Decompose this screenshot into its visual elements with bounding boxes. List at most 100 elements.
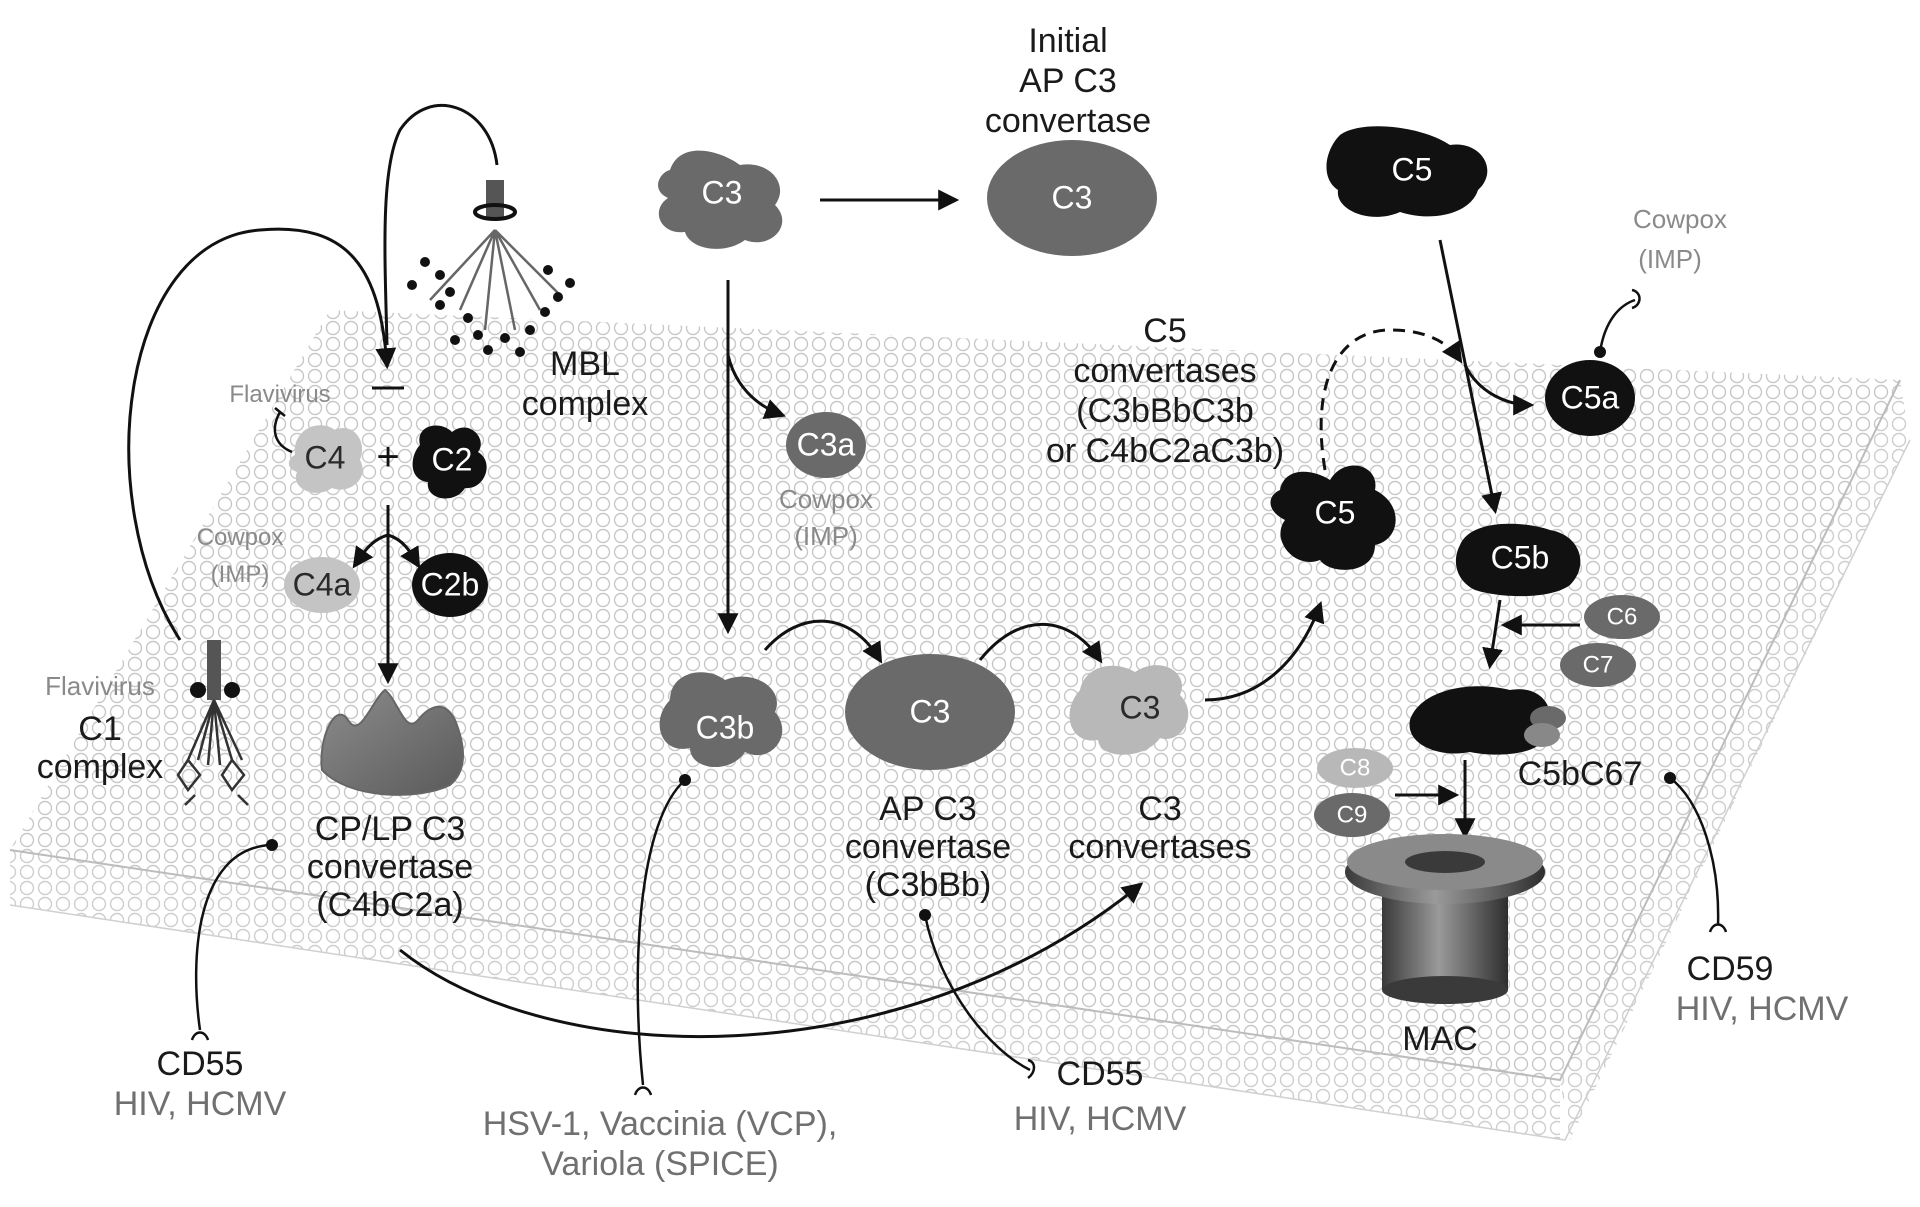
mbl-to-c4c2-arc (383, 104, 499, 346)
c4-label: C4 (305, 439, 346, 475)
c7-molecule (1560, 643, 1636, 687)
c5a-release-arrow (1463, 364, 1535, 416)
c6-label: C6 (1607, 603, 1638, 630)
c5bc67-c7-part (1524, 723, 1560, 747)
c2b-molecule (412, 553, 488, 617)
cowpox-c4a-imp: (IMP) (211, 561, 270, 588)
cd59-line (1669, 776, 1720, 926)
initial-ap-c3-molecule (987, 140, 1157, 256)
c2b-release-arrow (387, 533, 421, 569)
c5bc67-complex (1409, 686, 1551, 755)
cd55-left-line (194, 843, 271, 1031)
c8-molecule (1317, 748, 1393, 788)
c5a-label: C5a (1561, 379, 1620, 415)
ap-to-c3-convertases-arrow (978, 622, 1103, 664)
flavivirus-c4-inhibit-line (273, 411, 293, 454)
c3a-label: C3a (797, 426, 856, 462)
c7-label: C7 (1583, 651, 1614, 678)
cd55-left-viruses: HIV, HCMV (114, 1085, 287, 1123)
c5a-molecule (1545, 360, 1635, 436)
mac-label: MAC (1402, 1020, 1478, 1058)
flavivirus-c4-bar (274, 407, 286, 417)
mac-pore (1345, 834, 1545, 1004)
c2b-label: C2b (421, 566, 480, 602)
c5-mid-molecule (1270, 465, 1396, 570)
cowpox-c3a-label: Cowpox (779, 484, 873, 514)
c3b-viral-receptor-icon (633, 1086, 653, 1096)
cd55-left-name: CD55 (157, 1045, 244, 1083)
c3a-release-arrow (726, 354, 786, 420)
c2-molecule (412, 425, 487, 499)
plus-sign: + (376, 435, 399, 479)
c3b-viral-line-1: HSV-1, Vaccinia (VCP), (483, 1105, 838, 1143)
initial-ap-c3-label: C3 (1052, 179, 1093, 215)
cd59-viruses: HIV, HCMV (1676, 990, 1849, 1028)
c4-molecule (288, 425, 363, 493)
c5-conv-label-1: C5 (1143, 312, 1186, 350)
cd55-mid-line (923, 914, 1031, 1072)
c5-to-c5b-arrow (1438, 239, 1502, 515)
c3b-viral-line-2: Variola (SPICE) (541, 1145, 778, 1183)
cp-lp-label-1: CP/LP C3 (315, 810, 466, 848)
c9-label: C9 (1337, 801, 1368, 828)
c3-top-label: C3 (702, 174, 743, 210)
c1-complex-icon (176, 640, 249, 806)
c4a-label: C4a (293, 566, 352, 602)
flavivirus-c1-label: Flavivirus (45, 671, 155, 701)
c1-label-2: complex (37, 748, 164, 786)
cd55-left-dot (266, 839, 278, 851)
c4a-release-arrow (352, 533, 389, 569)
c3b-label: C3b (696, 709, 755, 745)
cp-to-c3-convertases-arrow (399, 882, 1144, 1038)
c5a-receptor-icon (1631, 288, 1641, 310)
c5bc67-label: C5bC67 (1518, 755, 1643, 793)
flavivirus-c4-label: Flavivirus (229, 381, 330, 408)
c3b-viral-line (636, 779, 686, 1086)
cowpox-c3a-imp: (IMP) (794, 521, 858, 551)
c1-to-c4c2-arc (127, 227, 397, 641)
c5a-inhibitor-line (1598, 298, 1636, 353)
ap-c3-convertase-label: C3 (910, 693, 951, 729)
cd59-name: CD59 (1687, 950, 1774, 988)
ap-conv-label-2: convertase (845, 828, 1011, 866)
c3-convertases-text-1: C3 (1138, 790, 1181, 828)
cd55-mid-viruses: HIV, HCMV (1014, 1100, 1187, 1138)
cp-lp-label-2: convertase (307, 848, 473, 886)
mbl-label-1: MBL (550, 345, 620, 383)
c3b-to-ap-arrow (763, 619, 883, 664)
initial-ap-label-2: AP C3 (1019, 62, 1117, 100)
ap-conv-label-1: AP C3 (879, 790, 977, 828)
cp-lp-c3-convertase-shape (320, 688, 464, 796)
c3-top-molecule (658, 150, 783, 249)
mbl-complex-icon (407, 180, 575, 357)
cd59-receptor-icon (1708, 923, 1728, 933)
c4a-molecule (284, 557, 360, 613)
cd55-left-receptor-icon (190, 1031, 210, 1041)
c5-top-label: C5 (1392, 151, 1433, 187)
c9-molecule (1314, 793, 1390, 837)
cd55-mid-name: CD55 (1057, 1055, 1144, 1093)
c3-convertases-molecule (1069, 665, 1189, 755)
c8-label: C8 (1340, 754, 1371, 781)
c3a-molecule (786, 412, 866, 478)
ap-conv-label-3: (C3bBb) (865, 866, 992, 904)
c5-conv-label-2: convertases (1073, 352, 1256, 390)
cowpox-c5a-label: Cowpox (1633, 204, 1727, 234)
c3-convertases-to-c5-arrow (1204, 601, 1325, 702)
c6-molecule (1584, 595, 1660, 639)
c5-convertase-dashed-arrow (1319, 328, 1463, 471)
c5b-to-c5bc67-arrow (1482, 599, 1503, 670)
cp-lp-label-3: (C4bC2a) (316, 886, 463, 924)
cowpox-c5a-imp: (IMP) (1638, 244, 1702, 274)
cowpox-c4a-label: Cowpox (197, 524, 284, 551)
cd55-mid-receptor-icon (1027, 1058, 1036, 1079)
c3-convertases-text-2: convertases (1068, 828, 1251, 866)
initial-ap-label-3: convertase (985, 102, 1151, 140)
c5b-label: C5b (1491, 539, 1550, 575)
c1-label-1: C1 (78, 710, 121, 748)
c2-label: C2 (432, 441, 473, 477)
c3b-molecule (659, 672, 783, 768)
c3-convertases-label: C3 (1120, 689, 1161, 725)
c5-top-molecule (1326, 126, 1488, 217)
